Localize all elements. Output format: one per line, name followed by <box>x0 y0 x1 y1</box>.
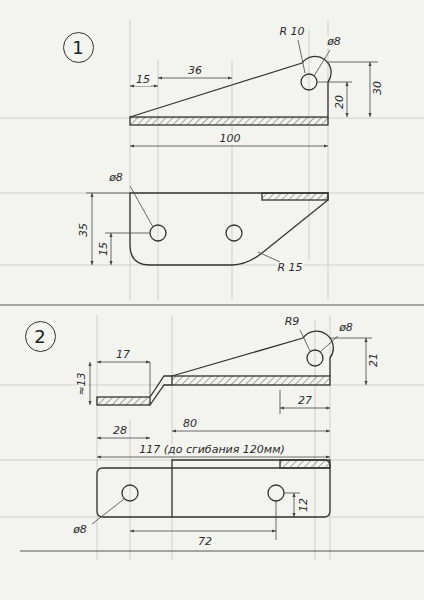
dimension-label: 17 <box>115 349 131 361</box>
dimension-label: 21 <box>368 352 380 368</box>
part-number-circle: 1 <box>63 32 94 63</box>
part-number-circle: 2 <box>25 321 56 352</box>
dimension-label: ø8 <box>338 322 354 334</box>
dimension-label: R 15 <box>276 262 303 274</box>
dimension-label: 15 <box>98 241 110 257</box>
dimension-label: 72 <box>197 536 213 548</box>
dimension-label: 36 <box>187 65 203 77</box>
dimension-label: R9 <box>284 316 301 328</box>
part-number: 1 <box>72 37 83 58</box>
part-number: 2 <box>34 326 45 347</box>
dimension-label: ø8 <box>326 36 342 48</box>
dimension-label: 15 <box>135 74 151 86</box>
dimension-label: 27 <box>297 395 313 407</box>
dimension-label: 12 <box>298 497 310 513</box>
dimension-label: 20 <box>334 94 346 110</box>
dimension-label: ≈13 <box>76 371 88 396</box>
dimension-label: 30 <box>372 80 384 96</box>
dimension-label: 80 <box>182 418 198 430</box>
dimension-label: ø8 <box>108 172 124 184</box>
dimension-label: 35 <box>78 222 90 238</box>
dimension-label: 117 (до сгибания 120мм) <box>138 444 285 456</box>
dimension-label: 100 <box>219 133 242 145</box>
dimension-label: ø8 <box>72 524 88 536</box>
dimension-label: 28 <box>112 425 128 437</box>
dimension-label: R 10 <box>278 26 305 38</box>
